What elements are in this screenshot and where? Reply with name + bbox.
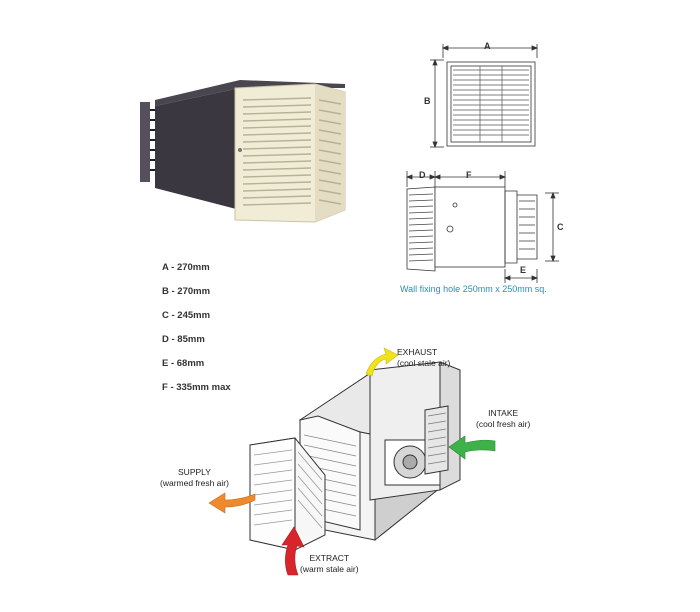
spec-a: A - 270mm	[162, 262, 210, 273]
airflow-exploded-diagram	[249, 361, 461, 551]
exhaust-label: EXHAUST (cool stale air)	[397, 347, 450, 369]
supply-title: SUPPLY	[178, 467, 211, 477]
spec-f: F - 335mm max	[162, 382, 231, 393]
extract-sub: (warm stale air)	[300, 564, 359, 574]
extract-label: EXTRACT (warm stale air)	[300, 553, 359, 575]
dim-letter-f: F	[466, 170, 472, 180]
wall-fixing-caption: Wall fixing hole 250mm x 250mm sq.	[400, 284, 547, 294]
spec-e: E - 68mm	[162, 358, 205, 369]
dim-letter-b: B	[424, 96, 431, 106]
intake-arrow	[448, 435, 496, 460]
intake-label: INTAKE (cool fresh air)	[476, 408, 530, 430]
spec-d: D - 85mm	[162, 334, 205, 345]
dim-letter-e: E	[520, 265, 527, 275]
supply-sub: (warmed fresh air)	[160, 478, 229, 488]
front-elevation-drawing	[430, 44, 539, 149]
product-photo	[140, 80, 346, 223]
intake-sub: (cool fresh air)	[476, 419, 531, 429]
spec-b: B - 270mm	[162, 286, 211, 297]
side-elevation-drawing	[405, 171, 559, 283]
dim-letter-d: D	[419, 170, 426, 180]
extract-arrow	[281, 526, 305, 576]
dim-letter-c: C	[557, 222, 564, 232]
spec-c: C - 245mm	[162, 310, 211, 321]
exhaust-arrow	[365, 347, 399, 377]
dim-letter-a: A	[484, 41, 491, 51]
supply-label: SUPPLY (warmed fresh air)	[160, 467, 229, 489]
intake-title: INTAKE	[488, 408, 519, 418]
supply-arrow	[208, 492, 256, 514]
exhaust-title: EXHAUST	[397, 347, 438, 357]
extract-title: EXTRACT	[309, 553, 350, 563]
exhaust-sub: (cool stale air)	[397, 358, 451, 368]
